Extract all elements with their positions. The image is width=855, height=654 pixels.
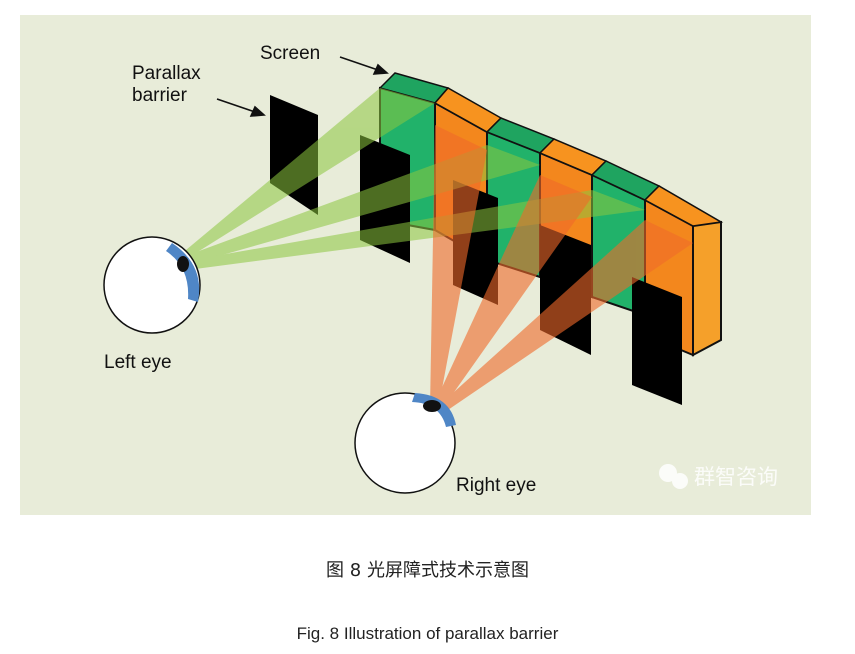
watermark: 群智咨询 <box>659 464 778 489</box>
caption-english: Fig. 8 Illustration of parallax barrier <box>296 624 559 643</box>
wechat-icon <box>659 464 677 482</box>
label-parallax-line2: barrier <box>132 85 188 106</box>
pixel-top-orange <box>643 185 724 227</box>
right-eyeball <box>354 392 456 494</box>
watermark-text: 群智咨询 <box>694 465 778 489</box>
wechat-icon-bubble <box>672 473 688 489</box>
right-eye-beams <box>430 125 693 414</box>
left-beam <box>180 88 435 263</box>
label-right-eye: Right eye <box>456 475 536 496</box>
parallax-barrier-diagram: Parallax barrier Screen Left eye Right e… <box>20 15 811 515</box>
barrier-panel <box>632 277 682 405</box>
label-arrows <box>216 56 389 117</box>
arrow-to-screen <box>339 56 379 71</box>
right-pupil <box>423 400 441 412</box>
right-beam <box>430 125 487 410</box>
right-iris <box>412 393 456 427</box>
label-screen: Screen <box>260 43 320 64</box>
screen-side-face <box>692 220 722 357</box>
left-iris <box>166 243 200 302</box>
label-parallax-line1: Parallax <box>132 63 201 84</box>
right-eye <box>354 392 456 494</box>
label-left-eye: Left eye <box>104 352 172 373</box>
arrowhead-barrier <box>249 105 266 117</box>
arrow-to-barrier <box>216 98 256 113</box>
left-eye <box>103 236 201 334</box>
arrowhead-screen <box>372 63 389 75</box>
caption-chinese: 图 8 光屏障式技术示意图 <box>326 560 529 581</box>
right-beam <box>434 220 693 414</box>
left-eyeball <box>103 236 201 334</box>
left-pupil <box>177 256 189 272</box>
right-beam <box>432 175 592 412</box>
